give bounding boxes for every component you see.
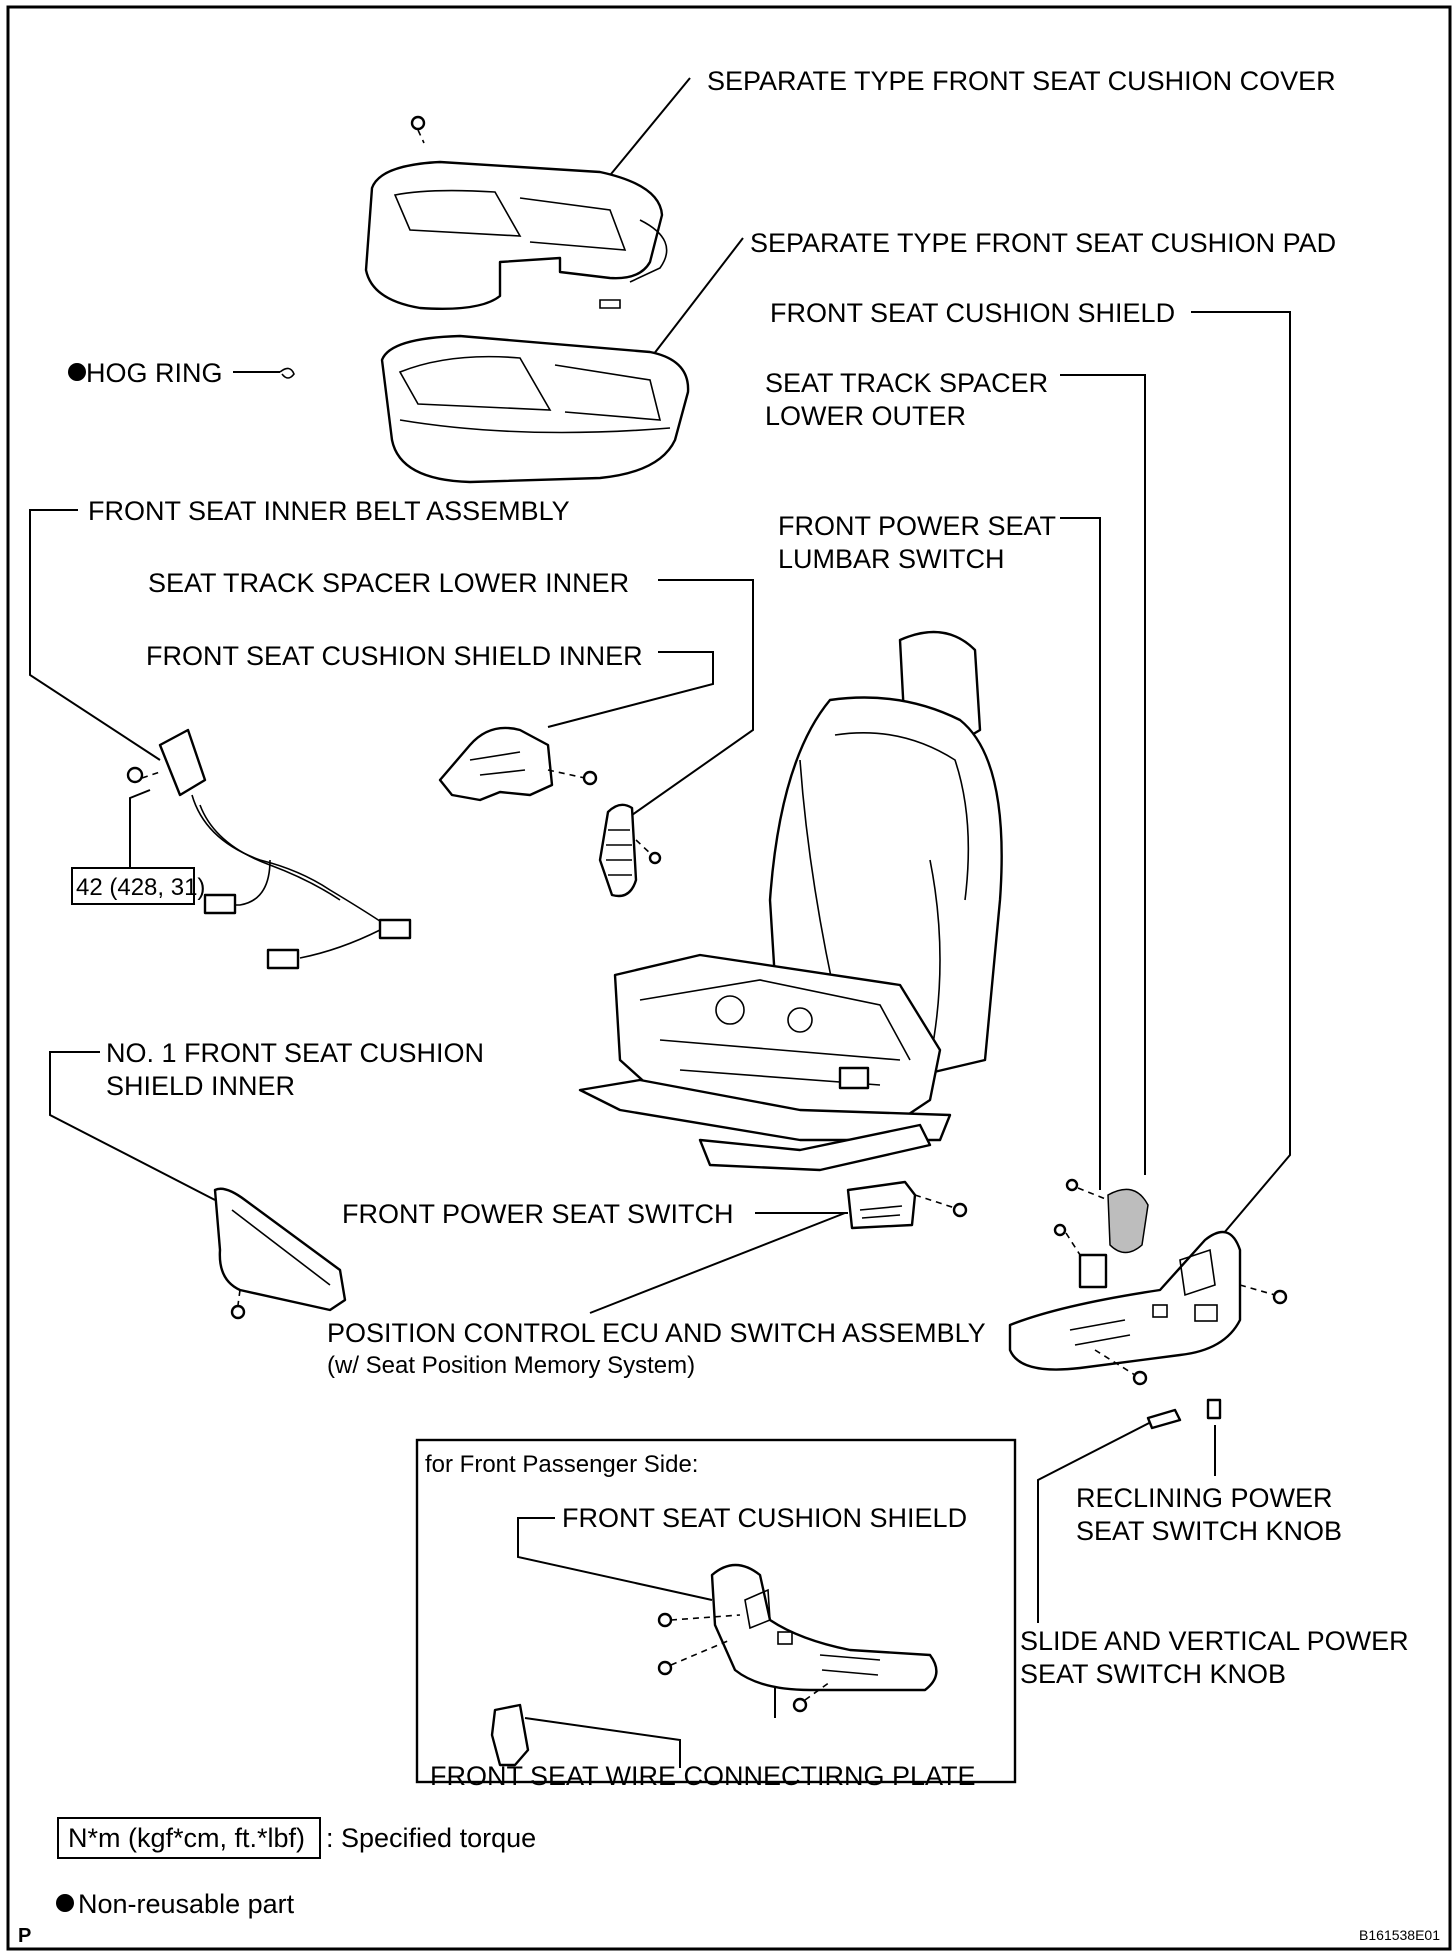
legend-torque-unit: N*m (kgf*cm, ft.*lbf) xyxy=(68,1823,305,1853)
label-track-spacer-outer-1: SEAT TRACK SPACER xyxy=(765,368,1048,398)
passenger-shield-shape xyxy=(657,1563,938,1713)
seat-frame-shape xyxy=(578,953,952,1172)
passenger-inset-frame xyxy=(415,1438,1017,1784)
torque-box xyxy=(71,867,195,905)
leader-lines xyxy=(29,77,1291,1768)
label-slide-knob-2: SEAT SWITCH KNOB xyxy=(1020,1659,1286,1689)
cushion-cover-shape xyxy=(364,160,668,310)
label-lumbar-switch-1: FRONT POWER SEAT xyxy=(778,511,1056,541)
label-ecu-assembly-1: POSITION CONTROL ECU AND SWITCH ASSEMBLY xyxy=(327,1318,986,1348)
clip-fastener-top xyxy=(410,115,426,144)
label-ecu-assembly-2: (w/ Seat Position Memory System) xyxy=(327,1352,695,1379)
label-wire-plate: FRONT SEAT WIRE CONNECTIRNG PLATE xyxy=(430,1761,976,1791)
switch-knobs-shape xyxy=(1146,1398,1222,1430)
label-no1-shield-inner-1: NO. 1 FRONT SEAT CUSHION xyxy=(106,1038,484,1068)
label-passenger-shield: FRONT SEAT CUSHION SHIELD xyxy=(562,1503,967,1533)
shield-inner-shape xyxy=(438,726,598,802)
diagram-frame xyxy=(6,5,1452,1951)
power-seat-switch-shape xyxy=(846,1180,968,1230)
label-track-spacer-inner: SEAT TRACK SPACER LOWER INNER xyxy=(148,568,629,598)
label-track-spacer-outer-2: LOWER OUTER xyxy=(765,401,966,431)
label-reclining-knob-2: SEAT SWITCH KNOB xyxy=(1076,1516,1342,1546)
inner-belt-shape xyxy=(126,728,412,970)
passenger-inset-title: for Front Passenger Side: xyxy=(425,1451,698,1478)
label-cushion-shield: FRONT SEAT CUSHION SHIELD xyxy=(770,298,1175,328)
nonreusable-dot-icon xyxy=(68,363,86,381)
cushion-pad-shape xyxy=(380,334,690,484)
label-slide-knob-1: SLIDE AND VERTICAL POWER xyxy=(1020,1626,1409,1656)
label-shield-inner: FRONT SEAT CUSHION SHIELD INNER xyxy=(146,641,643,671)
figure-id: B161538E01 xyxy=(1359,1927,1440,1943)
label-inner-belt: FRONT SEAT INNER BELT ASSEMBLY xyxy=(88,496,570,526)
legend-torque-text: : Specified torque xyxy=(326,1823,536,1853)
torque-value: 42 (428, 31) xyxy=(76,874,205,901)
lumbar-and-spacer-shape xyxy=(1053,1178,1149,1289)
label-power-seat-switch: FRONT POWER SEAT SWITCH xyxy=(342,1199,734,1229)
hog-ring-icon xyxy=(279,367,295,379)
label-hog-ring: HOG RING xyxy=(86,358,223,388)
label-reclining-knob-1: RECLINING POWER xyxy=(1076,1483,1333,1513)
legend-nonreusable: Non-reusable part xyxy=(78,1889,295,1919)
track-spacer-inner-shape xyxy=(598,803,662,898)
label-cushion-pad: SEPARATE TYPE FRONT SEAT CUSHION PAD xyxy=(750,228,1336,258)
cushion-shield-shape xyxy=(1008,1230,1288,1386)
legend-dot-icon xyxy=(56,1894,74,1912)
label-cushion-cover: SEPARATE TYPE FRONT SEAT CUSHION COVER xyxy=(707,66,1336,96)
label-no1-shield-inner-2: SHIELD INNER xyxy=(106,1071,295,1101)
label-lumbar-switch-2: LUMBAR SWITCH xyxy=(778,544,1005,574)
wire-plate-shape xyxy=(490,1703,530,1767)
no1-shield-inner-shape xyxy=(213,1187,347,1320)
footer-mark: P xyxy=(18,1925,31,1947)
legend-torque-box xyxy=(57,1817,321,1859)
